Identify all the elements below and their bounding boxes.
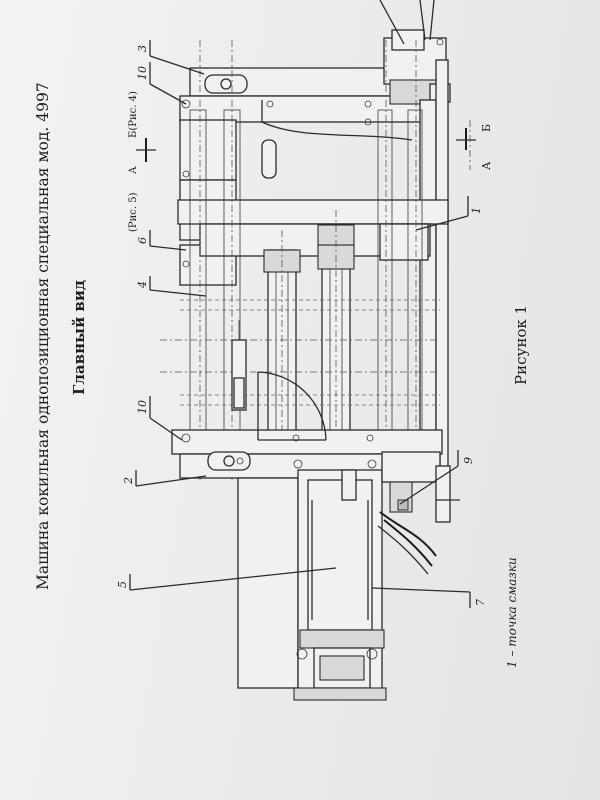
- section-a-label: А: [128, 166, 139, 174]
- section-marker-right: А Б: [456, 124, 493, 170]
- document-subtitle: Главный вид: [70, 280, 88, 395]
- part-7-label: 7: [474, 599, 487, 606]
- part-5-label: 5: [116, 581, 129, 588]
- marker-b: Б: [480, 124, 493, 132]
- bolts: [181, 99, 378, 660]
- part-6-label: 6: [136, 237, 149, 244]
- note-block: 1 – точка смазки: [505, 557, 519, 668]
- part-1-label: 1: [470, 207, 483, 214]
- part-4-label: 4: [136, 281, 149, 289]
- lubrication-note: 1 – точка смазки: [505, 557, 519, 668]
- part-callouts: 3 10 6 4 10 2 5 7 9 1: [116, 40, 487, 608]
- section-marker-left: А Б(Рис. 4) (Рис. 5): [128, 91, 156, 232]
- lower-cylinder-assembly: [237, 451, 460, 701]
- figure-caption: Рисунок 1: [512, 305, 530, 385]
- part-2-label: 2: [122, 477, 135, 485]
- section-b-ref: Б(Рис. 4): [128, 91, 139, 138]
- part-9-label: 9: [462, 457, 475, 464]
- main-frame: [160, 0, 471, 700]
- document-title: Машина кокильная однопозиционная специал…: [34, 82, 52, 590]
- part-10-bottom-label: 10: [136, 400, 149, 414]
- part-10-top-label: 10: [136, 66, 149, 80]
- subtitle-block: Главный вид: [70, 280, 88, 395]
- marker-a: А: [480, 161, 493, 170]
- fig5-ref: (Рис. 5): [128, 192, 139, 232]
- caption-block: Рисунок 1: [512, 305, 530, 385]
- title-block: Машина кокильная однопозиционная специал…: [34, 82, 52, 590]
- part-3-label: 3: [136, 45, 149, 52]
